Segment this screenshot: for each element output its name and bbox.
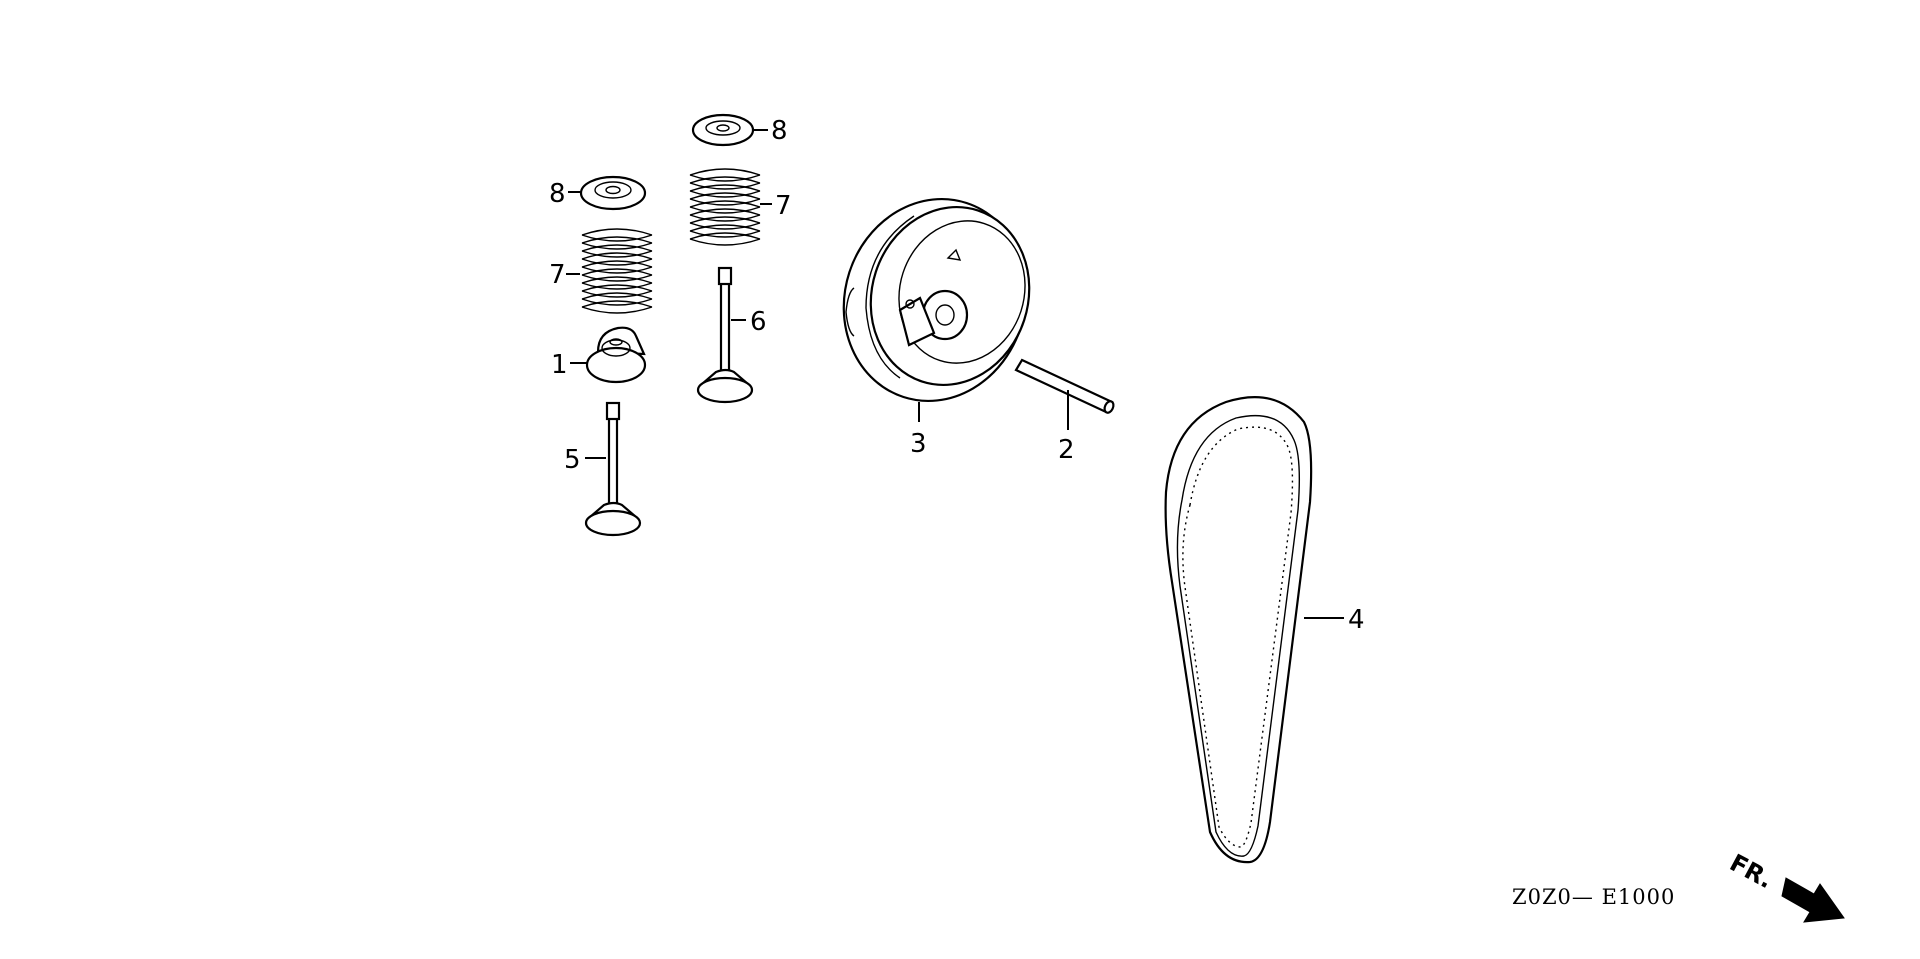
valve-right [696, 266, 754, 404]
valve-spring-retainer-right [691, 113, 768, 147]
callout-timing-belt: 4 [1348, 605, 1365, 635]
callout-retainer-left: 8 [549, 179, 566, 209]
valve-stem-seal [570, 326, 647, 384]
callout-cam-pin: 2 [1058, 435, 1075, 465]
valve-spring-retainer-left [568, 175, 647, 211]
valve-spring-right [689, 168, 772, 246]
cam-pulley [842, 197, 1031, 422]
callout-spring-right: 7 [775, 191, 792, 221]
callout-valve-seal: 1 [551, 350, 568, 380]
callout-retainer-right: 8 [771, 116, 788, 146]
callout-spring-left: 7 [549, 260, 566, 290]
callout-valve-right: 6 [750, 307, 767, 337]
valve-spring-left [566, 228, 653, 314]
front-direction-arrow [1781, 877, 1845, 923]
callout-cam-pulley: 3 [910, 429, 927, 459]
callout-valve-left: 5 [564, 445, 581, 475]
diagram-code: Z0Z0— E1000 [1512, 885, 1675, 909]
cam-pin [1014, 358, 1115, 430]
timing-belt [1164, 395, 1344, 864]
valve-left [584, 401, 642, 537]
front-label: FR. [1725, 849, 1777, 895]
